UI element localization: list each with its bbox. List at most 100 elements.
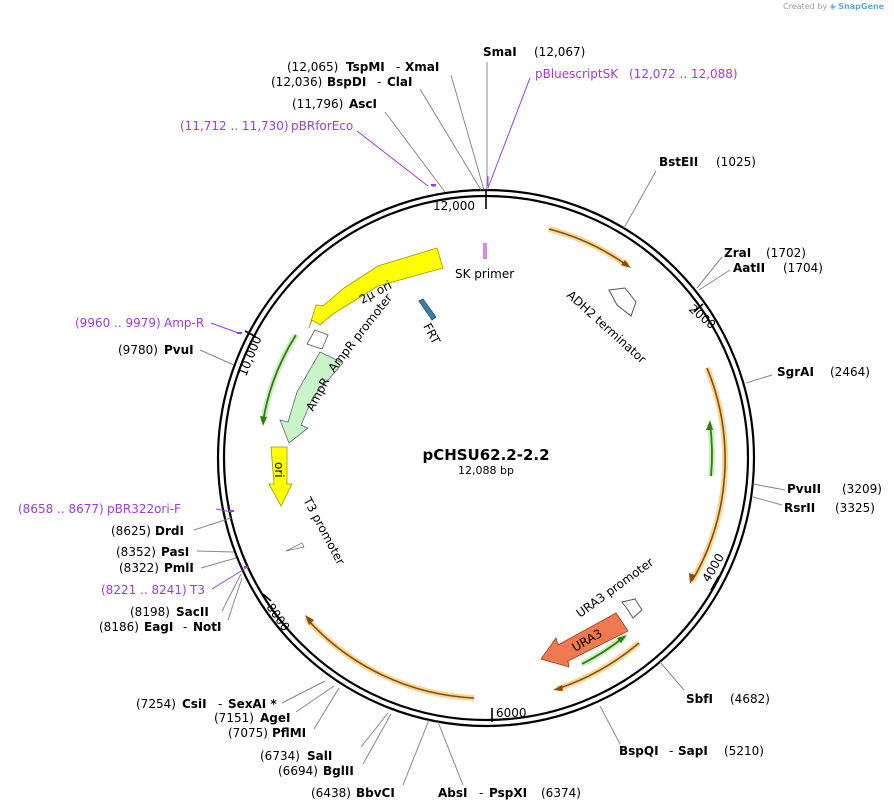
sexai-name: SexAI *: [228, 697, 277, 711]
ura3-promoter-arrow: [621, 598, 643, 619]
green-arc-ura3-head: [617, 635, 627, 643]
plasmid-name: pCHSU62.2-2.2: [422, 446, 549, 464]
eagi-name: EagI: [144, 620, 173, 634]
t3-tick: [244, 566, 248, 568]
ori-label: ori: [272, 462, 286, 478]
tspmi-leader: [450, 74, 485, 191]
zrai-pos: (1702): [766, 246, 806, 260]
pvui-pos: (9780): [118, 343, 158, 357]
ura3-promoter-label: URA3 promoter: [574, 555, 657, 620]
orf-arc-4: [306, 618, 475, 699]
ori-arrow: [268, 446, 293, 507]
sali-leader: [360, 712, 389, 748]
ampr-arrow: [279, 351, 344, 444]
t3-range: (8221 .. 8241): [101, 583, 187, 597]
pmli-leader: [200, 557, 237, 569]
bsteii-name: BstEII: [659, 155, 698, 169]
pbrforeco-name: pBRforEco: [291, 119, 353, 133]
drdi-pos: (8625): [111, 524, 151, 538]
orf-arc-3-head: [553, 685, 563, 691]
sgrai-pos: (2464): [830, 365, 870, 379]
eagi-sep: -: [183, 620, 187, 634]
t3-promoter-label: T3 promoter: [300, 494, 348, 567]
bsteii-pos: (1025): [716, 155, 756, 169]
tspmi-sep: -: [396, 60, 400, 74]
sk-primer-mark: [483, 243, 487, 259]
absi-pos: (6374): [541, 786, 581, 800]
sali-name: SalI: [307, 749, 332, 763]
bspqi-name: BspQI: [619, 744, 659, 758]
pvuii-leader: [752, 483, 786, 491]
pflmi-leader: [313, 687, 340, 730]
eagi-leader: [227, 577, 243, 621]
tick-label-10000: 10,000: [236, 334, 265, 378]
aatii-leader: [698, 269, 731, 291]
green-arc-left: [262, 334, 297, 423]
smai-name: SmaI: [483, 45, 517, 59]
rsrii-name: RsrII: [784, 501, 815, 515]
csii-sep: -: [218, 697, 222, 711]
tick-label-12000: 12,000: [433, 199, 475, 213]
orf-arc-2-head: [689, 573, 695, 584]
pvui-name: PvuI: [164, 343, 194, 357]
bspqi-pos: (5210): [724, 744, 764, 758]
xmai-name: XmaI: [405, 60, 439, 74]
sacii-name: SacII: [176, 605, 209, 619]
pflmi-pos: (7075): [228, 726, 268, 740]
plasmid-size: 12,088 bp: [458, 464, 514, 477]
watermark-brand: SnapGene: [838, 2, 884, 11]
pbr322ori-tick: [229, 510, 234, 512]
sk-primer-label: SK primer: [455, 267, 514, 281]
agei-pos: (7151): [214, 711, 254, 725]
two-micron-ori-arrow: [308, 247, 444, 329]
bbvci-name: BbvCI: [356, 786, 395, 800]
pasi-pos: (8352): [116, 545, 156, 559]
orf-arc-1-head: [621, 260, 631, 268]
rsrii-leader: [752, 496, 783, 506]
sbfi-name: SbfI: [686, 692, 713, 706]
orf-arc-2: [691, 367, 726, 582]
bspqi-sep: -: [669, 744, 673, 758]
asci-leader: [384, 111, 446, 193]
sali-pos: (6734): [260, 749, 300, 763]
watermark-prefix: Created by: [783, 2, 828, 11]
pbrforeco-tick: [431, 184, 436, 186]
csii-name: CsiI: [182, 697, 207, 711]
zrai-name: ZraI: [724, 246, 751, 260]
asci-pos: (11,796): [292, 97, 343, 111]
agei-leader: [295, 685, 335, 713]
t3-leader: [211, 567, 247, 590]
ampr-primer-leader: [210, 322, 242, 335]
eagi-pos: (8186): [99, 620, 139, 634]
pbrforeco-range: (11,712 .. 11,730): [180, 119, 289, 133]
noti-name: NotI: [193, 620, 222, 634]
clai-name: ClaI: [387, 75, 412, 89]
bspdi-sep: -: [377, 75, 381, 89]
tick-10000: [244, 330, 257, 338]
bspdi-name: BspDI: [327, 75, 366, 89]
sbfi-leader: [659, 661, 685, 691]
green-arc-left-head: [260, 416, 267, 426]
orf-arc-1-glow: [548, 226, 630, 269]
tspmi-pos: (12,065): [287, 60, 338, 74]
frt-arrow: [418, 298, 437, 321]
rsrii-pos: (3325): [835, 501, 875, 515]
orf-arc-4-glow: [304, 616, 475, 701]
bglii-name: BglII: [323, 764, 354, 778]
tick-label-6000: 6000: [496, 706, 527, 720]
bspdi-leader: [419, 88, 482, 191]
absi-name: AbsI: [438, 786, 467, 800]
pbluescriptsk-range: (12,072 .. 12,088): [629, 67, 738, 81]
pbluescriptsk-name: pBluescriptSK: [535, 67, 619, 81]
bspdi-pos: (12,036): [271, 75, 322, 89]
aatii-name: AatII: [733, 261, 765, 275]
bglii-leader: [362, 713, 392, 765]
ampr-primer-range: (9960 .. 9979): [75, 316, 161, 330]
bbvci-pos: (6438): [311, 786, 351, 800]
tspmi-name: TspMI: [346, 60, 385, 74]
tick-4000: [710, 575, 720, 591]
adh2-terminator-label: ADH2 terminator: [564, 288, 649, 366]
bglii-pos: (6694): [278, 764, 318, 778]
pbr322ori-range: (8658 .. 8677): [18, 502, 104, 516]
